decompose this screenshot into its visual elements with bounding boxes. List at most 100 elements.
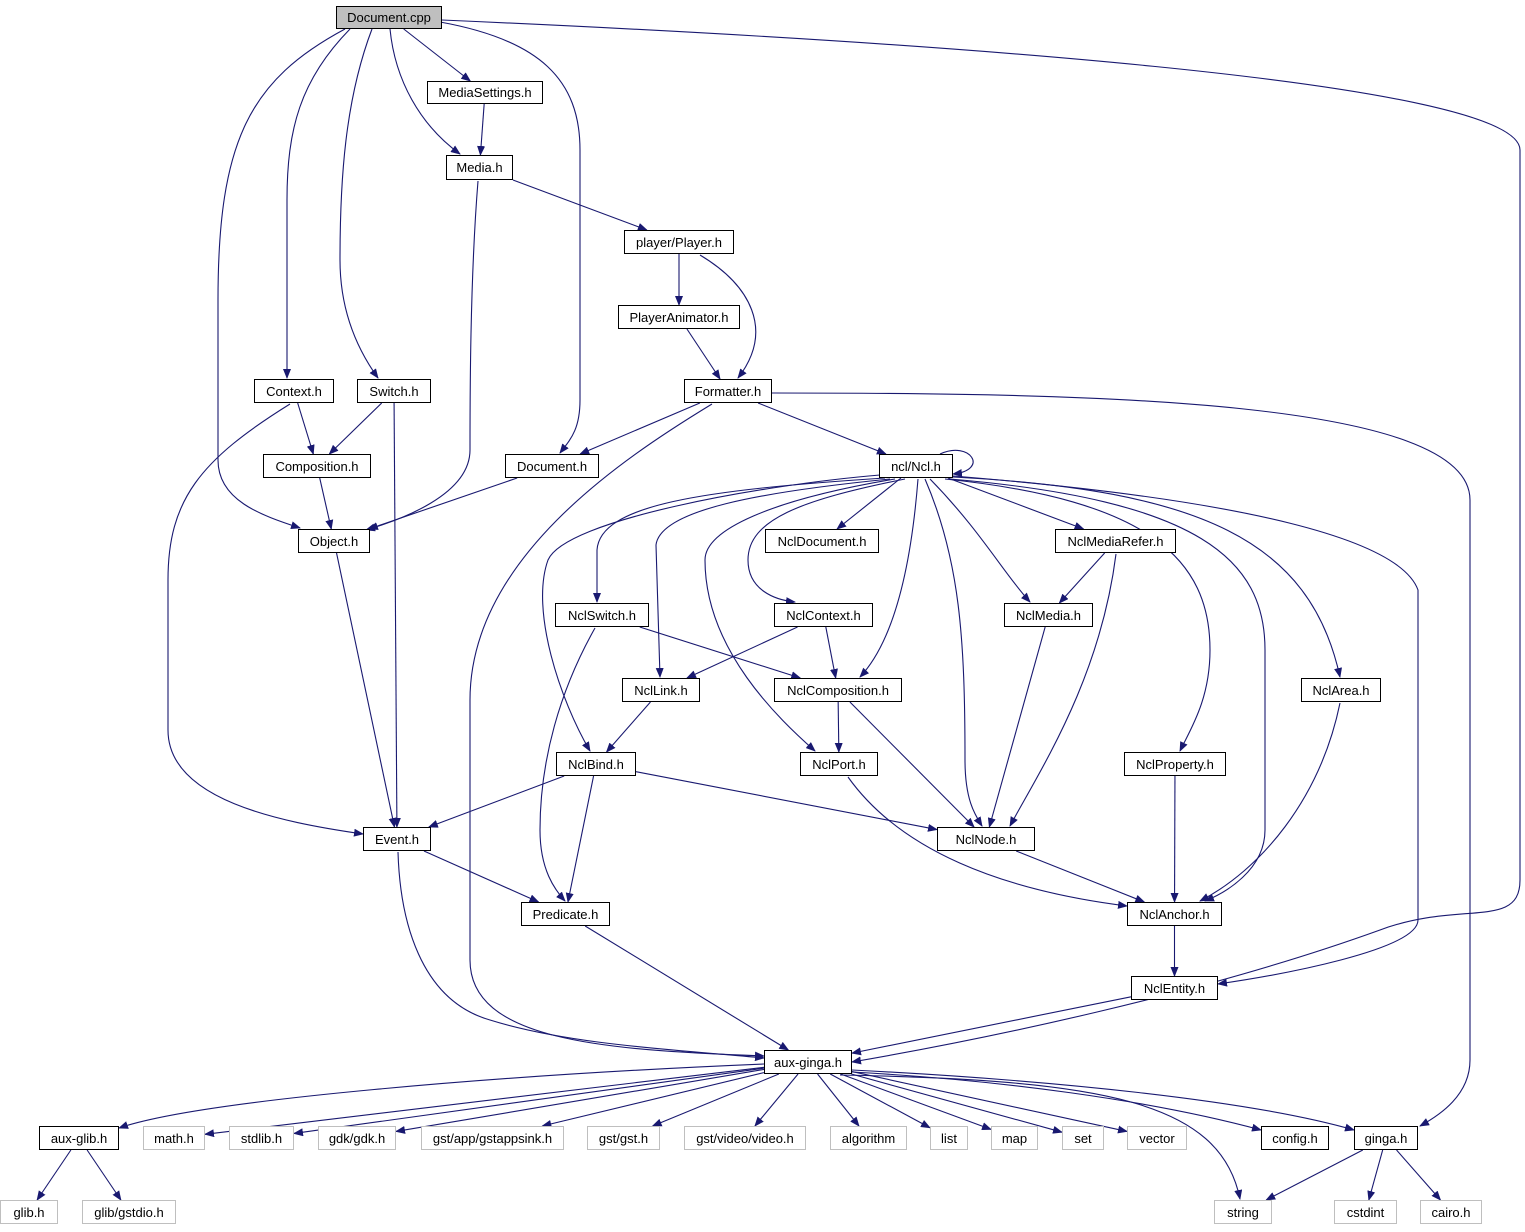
edge-ncl_h-to-nclmediarefer_h — [947, 477, 1085, 530]
node-map: map — [991, 1126, 1038, 1150]
edge-nclswitch_h-to-predicate_h — [539, 627, 596, 902]
edge-nclcontext_h-to-ncllink_h — [686, 626, 798, 679]
node-media-h[interactable]: Media.h — [446, 155, 513, 180]
edge-nclport_h-to-nclanchor_h — [847, 776, 1128, 909]
edge-aux_ginga_h-to-gst_h — [651, 1073, 780, 1127]
node-ncldocument-h[interactable]: NclDocument.h — [765, 529, 879, 553]
node-gstappsink-h: gst/app/gstappsink.h — [421, 1126, 564, 1150]
edge-document_cpp-to-media_h — [389, 28, 461, 155]
edge-aux_ginga_h-to-gdk_h — [395, 1068, 765, 1134]
node-document-cpp[interactable]: Document.cpp — [336, 6, 442, 29]
node-player-h[interactable]: player/Player.h — [624, 230, 734, 254]
edge-document_cpp-to-document_h — [439, 21, 581, 454]
edge-aux_ginga_h-to-list — [830, 1073, 931, 1129]
edge-mediasettings_h-to-media_h — [477, 103, 486, 156]
edge-aux_ginga_h-to-video_h — [754, 1073, 799, 1127]
node-event-h[interactable]: Event.h — [363, 827, 431, 851]
node-ginga-h[interactable]: ginga.h — [1354, 1126, 1418, 1150]
edge-media_h-to-player_h — [512, 179, 648, 231]
edge-formatter_h-to-ginga_h — [771, 392, 1471, 1127]
edge-nclcomposition_h-to-nclport_h — [834, 701, 843, 753]
node-string: string — [1214, 1200, 1272, 1224]
edge-context_h-to-composition_h — [297, 402, 315, 455]
node-context-h[interactable]: Context.h — [254, 379, 334, 403]
node-nclport-h[interactable]: NclPort.h — [800, 752, 878, 776]
node-object-h[interactable]: Object.h — [298, 529, 370, 553]
edge-ncl_h-to-ncldocument_h — [836, 477, 902, 530]
edge-media_h-to-object_h — [365, 180, 479, 532]
edge-aux_ginga_h-to-vector — [851, 1071, 1128, 1134]
node-aux-glib-h[interactable]: aux-glib.h — [39, 1126, 119, 1150]
node-ncl-h[interactable]: ncl/Ncl.h — [879, 454, 953, 478]
node-nclmediarefer-h[interactable]: NclMediaRefer.h — [1055, 529, 1176, 553]
node-stdlib-h: stdlib.h — [229, 1126, 294, 1150]
edge-nclcomposition_h-to-nclnode_h — [849, 701, 975, 828]
edge-ginga_h-to-string — [1265, 1149, 1364, 1201]
node-nclproperty-h[interactable]: NclProperty.h — [1124, 752, 1226, 776]
node-nclmedia-h[interactable]: NclMedia.h — [1004, 603, 1093, 627]
node-video-h: gst/video/video.h — [684, 1126, 806, 1150]
edge-aux_ginga_h-to-gstappsink_h — [541, 1072, 765, 1128]
edge-ncl_h-to-nclarea_h — [952, 476, 1342, 678]
node-mediasettings-h[interactable]: MediaSettings.h — [427, 81, 543, 104]
edge-aux_ginga_h-to-config_h — [851, 1071, 1262, 1132]
node-document-h[interactable]: Document.h — [505, 454, 599, 478]
node-ncllink-h[interactable]: NclLink.h — [622, 678, 700, 702]
edge-composition_h-to-object_h — [319, 477, 334, 530]
node-nclswitch-h[interactable]: NclSwitch.h — [555, 603, 649, 627]
node-playeranimator-h[interactable]: PlayerAnimator.h — [618, 305, 740, 329]
node-gdk-h: gdk/gdk.h — [318, 1126, 396, 1150]
node-nclnode-h[interactable]: NclNode.h — [937, 827, 1035, 851]
edge-event_h-to-predicate_h — [423, 850, 540, 903]
node-nclcontext-h[interactable]: NclContext.h — [774, 603, 873, 627]
edge-nclbind_h-to-event_h — [427, 775, 565, 828]
node-list: list — [930, 1126, 968, 1150]
edge-ncl_h-to-nclcontext_h — [747, 478, 906, 606]
node-nclbind-h[interactable]: NclBind.h — [556, 752, 636, 776]
edge-ginga_h-to-cstdint — [1367, 1149, 1384, 1201]
node-nclentity-h[interactable]: NclEntity.h — [1131, 976, 1218, 1000]
edge-nclmedia_h-to-nclnode_h — [987, 626, 1046, 828]
edge-switch_h-to-composition_h — [328, 402, 383, 455]
edge-ncl_h-to-ncllink_h — [655, 478, 891, 678]
node-composition-h[interactable]: Composition.h — [263, 454, 371, 478]
edge-nclbind_h-to-nclnode_h — [635, 771, 938, 832]
node-switch-h[interactable]: Switch.h — [357, 379, 431, 403]
node-nclcomposition-h[interactable]: NclComposition.h — [774, 678, 902, 702]
edge-document_cpp-to-aux_ginga_h — [441, 19, 1521, 1065]
edge-ncl_h-to-ncl_h — [939, 449, 974, 478]
edge-playeranimator_h-to-formatter_h — [686, 328, 721, 380]
edge-ncl_h-to-nclswitch_h — [593, 477, 886, 603]
edge-player_h-to-formatter_h — [699, 254, 757, 379]
edge-nclentity_h-to-aux_ginga_h — [851, 996, 1132, 1056]
edge-nclnode_h-to-nclanchor_h — [1015, 850, 1146, 903]
node-nclarea-h[interactable]: NclArea.h — [1301, 678, 1381, 702]
edge-ncl_h-to-nclproperty_h — [944, 478, 1211, 752]
edge-ncl_h-to-nclcomposition_h — [859, 478, 919, 678]
edge-ncl_h-to-nclnode_h — [924, 478, 983, 827]
edge-aux_glib_h-to-glib_h — [36, 1149, 72, 1201]
edge-aux_ginga_h-to-string — [839, 1074, 1243, 1200]
edge-aux_ginga_h-to-stdlib_h — [293, 1067, 765, 1137]
edge-aux_ginga_h-to-ginga_h — [851, 1069, 1355, 1132]
edge-aux_ginga_h-to-algorithm — [817, 1073, 860, 1127]
node-nclanchor-h[interactable]: NclAnchor.h — [1127, 902, 1222, 926]
node-predicate-h[interactable]: Predicate.h — [521, 902, 610, 926]
edge-ncllink_h-to-nclbind_h — [605, 701, 651, 753]
edge-aux_ginga_h-to-map — [840, 1073, 992, 1130]
node-math-h: math.h — [143, 1126, 205, 1150]
edge-document_cpp-to-mediasettings_h — [403, 28, 472, 82]
node-formatter-h[interactable]: Formatter.h — [684, 379, 772, 403]
edge-nclarea_h-to-nclanchor_h — [1199, 702, 1341, 902]
edge-ginga_h-to-cairo_h — [1396, 1149, 1442, 1201]
node-vector: vector — [1127, 1126, 1187, 1150]
edge-formatter_h-to-aux_ginga_h — [469, 403, 765, 1060]
edge-document_h-to-object_h — [367, 477, 518, 530]
edge-ncl_h-to-nclentity_h — [952, 475, 1419, 987]
node-aux-ginga-h[interactable]: aux-ginga.h — [764, 1050, 852, 1074]
edge-object_h-to-event_h — [335, 552, 397, 828]
edge-formatter_h-to-document_h — [579, 402, 701, 455]
node-config-h[interactable]: config.h — [1261, 1126, 1329, 1150]
node-set: set — [1062, 1126, 1104, 1150]
